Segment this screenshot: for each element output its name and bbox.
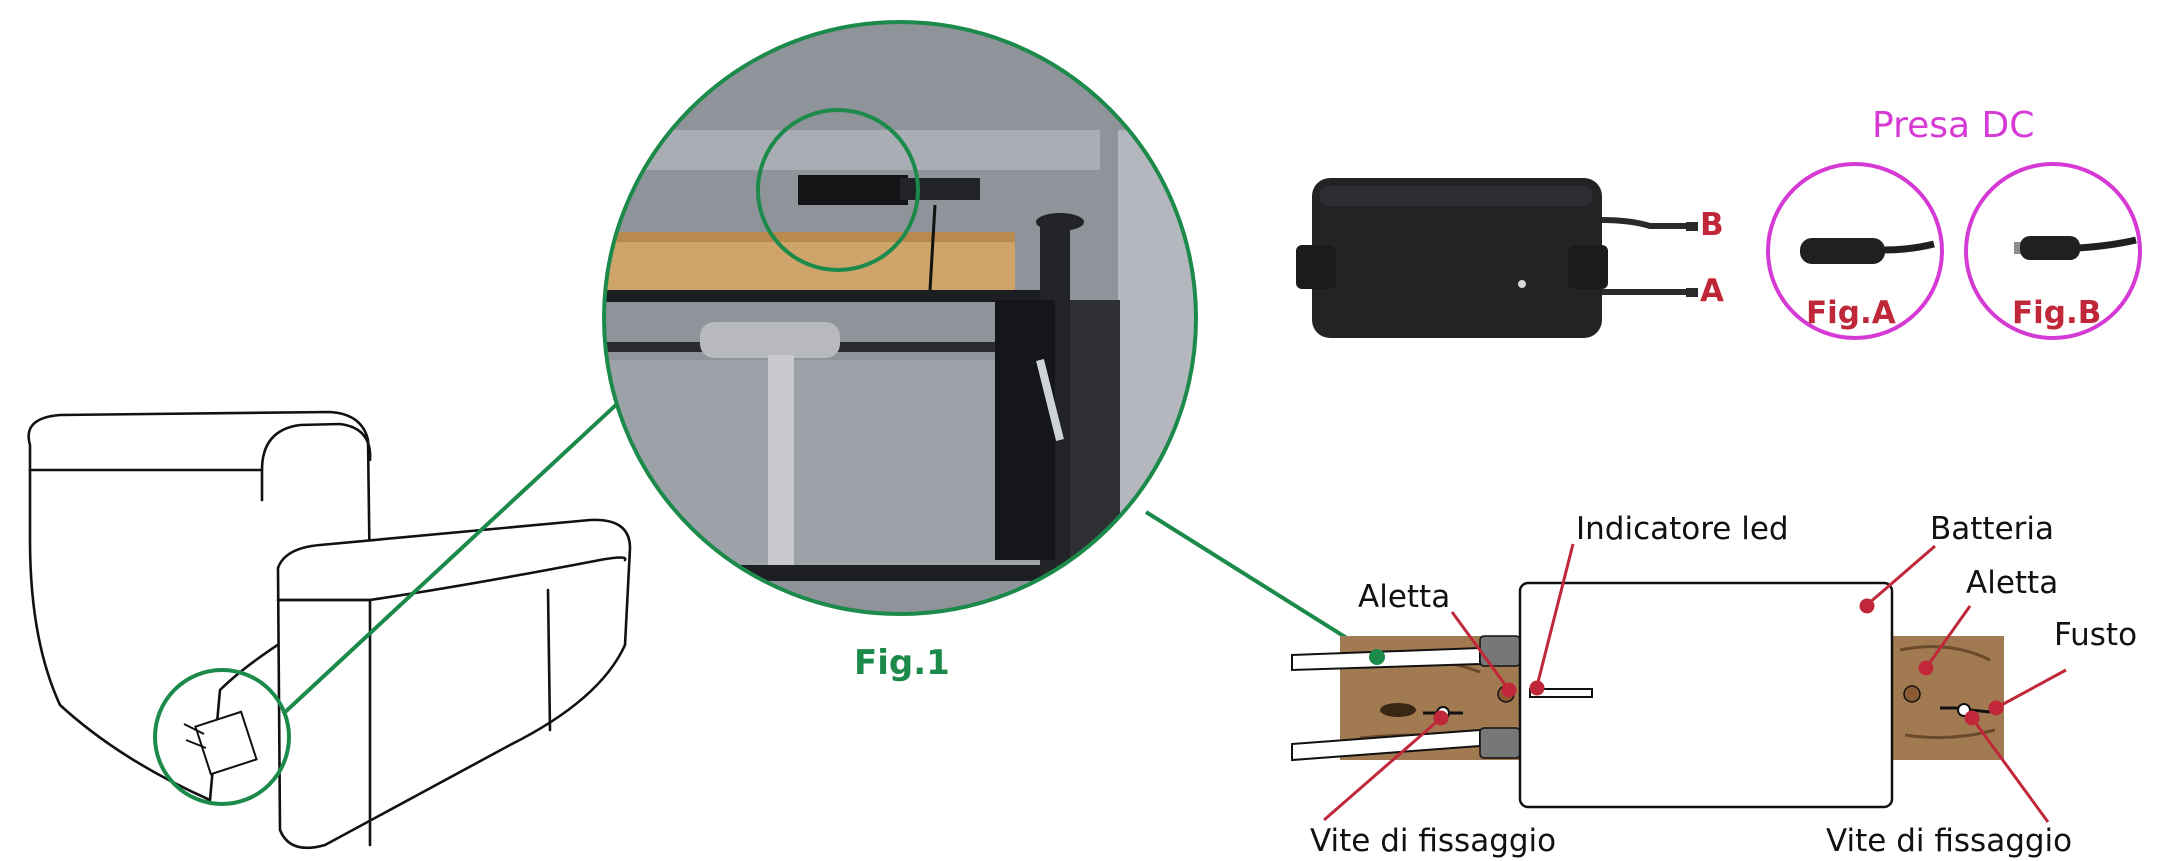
installation-diagram: [1291, 581, 2004, 809]
battery-label: Batteria: [1930, 511, 2054, 547]
tab-right-label: Aletta: [1966, 565, 2059, 601]
dc-socket-title: Presa DC: [1872, 105, 2035, 146]
callout-anchor-dot: [1369, 649, 1385, 665]
screw-right-label: Vite di fissaggio: [1826, 823, 2073, 859]
fig1-label: Fig.1: [854, 643, 950, 683]
fig1-callout-rings: [602, 20, 1198, 616]
installation-leader-lines: [1323, 543, 2067, 823]
sofa-drawing: [27, 410, 632, 850]
tab-left-label: Aletta: [1358, 579, 1451, 615]
fig-b-socket: [1964, 162, 2142, 340]
fig-a-socket: [1766, 162, 1944, 340]
screw-left-label: Vite di fissaggio: [1310, 823, 1557, 859]
fig-b-label: Fig.B: [2012, 295, 2102, 331]
sofa-battery-thumbnail: [183, 710, 258, 776]
fig-a-label: Fig.A: [1806, 295, 1896, 331]
frame-label: Fusto: [2054, 617, 2138, 653]
cable-b-label: B: [1700, 207, 1724, 243]
battery-pack-photo: [1296, 178, 1698, 338]
cable-a-label: A: [1700, 273, 1724, 309]
led-indicator-label: Indicatore led: [1576, 511, 1789, 547]
